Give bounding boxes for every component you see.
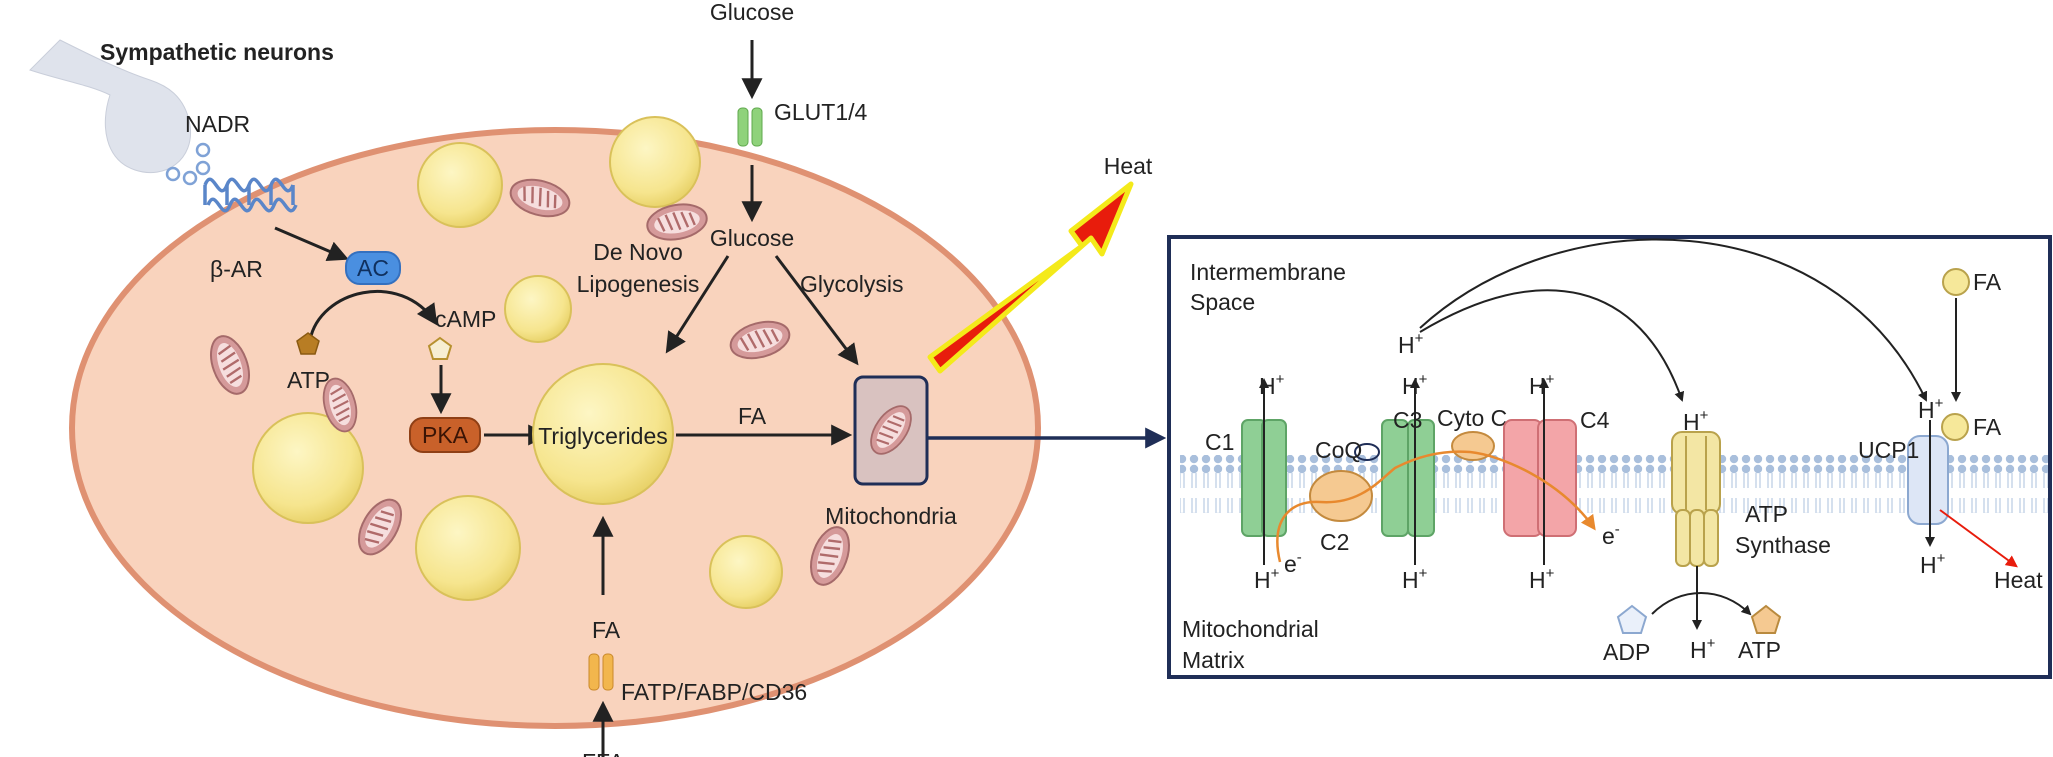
c2-label: C2: [1320, 529, 1349, 555]
ucp1-heat-label: Heat: [1994, 567, 2043, 593]
fa-molecule-icon: [1942, 268, 1970, 296]
c1-proton-top-label: H+: [1259, 371, 1285, 399]
atp-synthase-icon: [1671, 431, 1721, 567]
ac-label: AC: [357, 255, 389, 281]
intermembrane-space-label-1: Intermembrane: [1190, 259, 1346, 285]
camp-pentagon-icon: [427, 336, 453, 360]
heat-label: Heat: [1104, 153, 1153, 179]
c3-label: C3: [1393, 407, 1422, 433]
de-novo-label: De Novo: [593, 239, 682, 265]
fatp-transporter-icon: [588, 653, 614, 691]
glut-transporter-icon: [737, 107, 763, 147]
fa-label-top: FA: [1973, 269, 2002, 295]
ucp1-label: UCP1: [1858, 437, 1919, 463]
nadr-label: NADR: [185, 111, 250, 137]
cyto-c-label: Cyto C: [1437, 405, 1507, 431]
atp-synthase-proton-label: H+: [1683, 407, 1709, 435]
electron-transport-path: [1276, 450, 1596, 563]
electron-label-c4: e-: [1602, 521, 1620, 549]
fa-label-bound: FA: [1973, 414, 2002, 440]
coq-icon: [1354, 443, 1380, 461]
complex-2-icon: [1309, 470, 1373, 522]
fa-uptake-label: FA: [592, 617, 621, 643]
complex-3-icon: [1381, 419, 1435, 537]
mitochondria-label: Mitochondria: [825, 503, 957, 529]
intermembrane-space-label-2: Space: [1190, 289, 1255, 315]
glucose-extracellular-label: Glucose: [710, 0, 794, 25]
ucp1-icon: [1907, 435, 1949, 525]
ucp1-proton-top-label: H+: [1918, 395, 1944, 423]
camp-label: cAMP: [435, 306, 496, 332]
nadr-vesicles-icon: [165, 142, 211, 186]
coq-label: CoQ: [1315, 437, 1362, 463]
pka-label: PKA: [422, 422, 469, 448]
glucose-intracellular-label: Glucose: [710, 225, 794, 251]
highlighted-mitochondrion-icon: [853, 375, 929, 486]
lipogenesis-label: Lipogenesis: [577, 271, 700, 297]
proton-label: H+: [1398, 330, 1424, 358]
c1-label: C1: [1205, 429, 1234, 455]
fatp-label: FATP/FABP/CD36: [621, 679, 807, 705]
ucp1-proton-bottom-label: H+: [1920, 550, 1946, 578]
c1-proton-bottom-label: H+: [1254, 565, 1280, 593]
adenylyl-cyclase-badge: [345, 251, 401, 285]
c3-proton-top-label: H+: [1402, 371, 1428, 399]
atp-label: ATP: [287, 367, 330, 393]
sympathetic-neuron-terminal-icon: [29, 39, 192, 174]
fa-bound-ucp1-icon: [1941, 413, 1969, 441]
beta-ar-label: β-AR: [210, 256, 263, 282]
atp-synthase-label-1: ATP: [1745, 501, 1788, 527]
heat-arrow-icon: [927, 181, 1134, 374]
pka-badge: [409, 417, 481, 453]
lipid-droplet-icon: [252, 116, 783, 609]
triglycerides-label: Triglycerides: [538, 423, 668, 449]
c4-label: C4: [1580, 407, 1610, 433]
complex-1-icon: [1241, 419, 1287, 537]
glycolysis-label: Glycolysis: [800, 271, 904, 297]
fa-to-mitochondria-label: FA: [738, 403, 767, 429]
adp-pentagon-icon: [1616, 604, 1648, 634]
adp-label: ADP: [1603, 639, 1650, 665]
complex-4-icon: [1503, 419, 1577, 537]
sympathetic-neurons-label: Sympathetic neurons: [100, 39, 334, 65]
mitochondrial-matrix-label-2: Matrix: [1182, 647, 1245, 673]
atp-product-label: ATP: [1738, 637, 1781, 663]
mitochondrial-matrix-label-1: Mitochondrial: [1182, 616, 1319, 642]
ffa-partial-label: FFA: [582, 749, 625, 757]
atp-synthase-label-2: Synthase: [1735, 532, 1831, 558]
atp-product-pentagon-icon: [1750, 604, 1782, 634]
c4-proton-top-label: H+: [1529, 371, 1555, 399]
electron-label-c1: e-: [1284, 549, 1302, 577]
matrix-proton-label: H+: [1690, 635, 1716, 663]
glut-label: GLUT1/4: [774, 99, 868, 125]
c4-proton-bottom-label: H+: [1529, 565, 1555, 593]
beta-adrenergic-receptor-icon: [203, 177, 298, 213]
atp-pentagon-icon: [296, 332, 320, 355]
c3-proton-bottom-label: H+: [1402, 565, 1428, 593]
